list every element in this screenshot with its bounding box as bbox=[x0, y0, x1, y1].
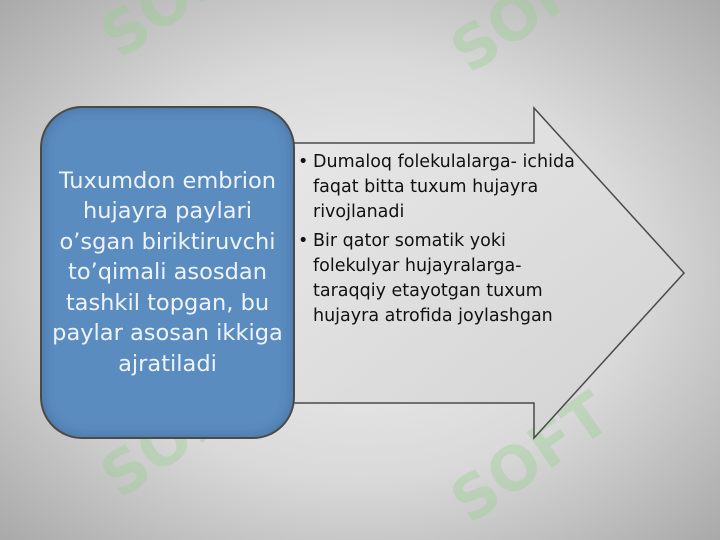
right-arrow-shape bbox=[249, 106, 686, 440]
arrow-bullet-list: • Dumaloq folekulalarga- ichida faqat bi… bbox=[298, 150, 588, 329]
bullet-dot-icon: • bbox=[298, 231, 309, 251]
bullet-item: • Bir qator somatik yoki folekulyar huja… bbox=[298, 229, 588, 329]
bullet-dot-icon: • bbox=[298, 152, 309, 172]
left-box-text: Tuxumdon embrion hujayra paylari o’sgan … bbox=[52, 167, 283, 377]
bullet-text: Dumaloq folekulalarga- ichida faqat bitt… bbox=[313, 152, 575, 222]
left-rounded-box: Tuxumdon embrion hujayra paylari o’sgan … bbox=[40, 106, 295, 439]
bullet-item: • Dumaloq folekulalarga- ichida faqat bi… bbox=[298, 150, 588, 225]
bullet-text: Bir qator somatik yoki folekulyar hujayr… bbox=[313, 231, 553, 326]
